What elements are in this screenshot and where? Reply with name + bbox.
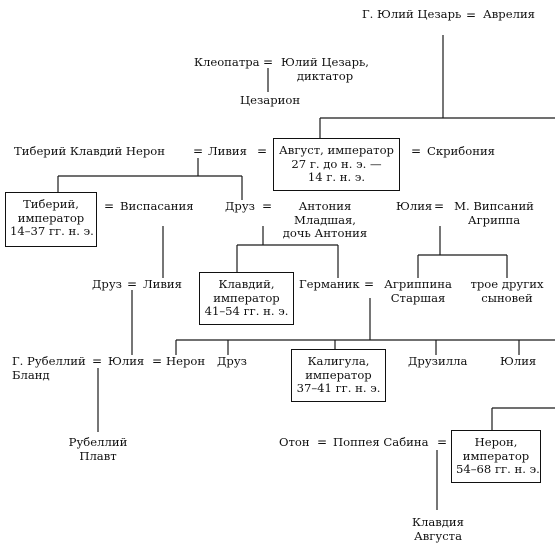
person-rubellius-blandus: Г. Рубеллий Бланд: [12, 354, 86, 382]
title-line: император: [305, 367, 372, 382]
person-livia: Ливия: [208, 144, 247, 158]
marriage-sign: =: [263, 55, 274, 69]
name-line: Бланд: [12, 367, 50, 382]
name-line: Плавт: [79, 448, 117, 463]
name-line: Нерон,: [474, 435, 518, 449]
name-line: Старшая: [390, 290, 446, 305]
person-drusus-son: Друз: [92, 277, 122, 291]
name-line: Юлий Цезарь,: [281, 55, 369, 69]
marriage-sign: =: [434, 199, 445, 213]
person-box-augustus: Август, император 27 г. до н. э. — 14 г.…: [273, 138, 400, 191]
person-box-claudius: Клавдий, император 41–54 гг. н. э.: [199, 272, 294, 325]
person-agrippa: М. Випсаний Агриппа: [450, 199, 538, 227]
name-line: Август, император: [279, 143, 394, 157]
title-line: диктатор: [296, 68, 354, 83]
marriage-sign: =: [364, 277, 375, 291]
name-line: Тиберий,: [23, 197, 79, 211]
marriage-sign: =: [92, 354, 103, 368]
person-agrippina: Агриппина Старшая: [378, 277, 458, 305]
person-otho: Отон: [279, 435, 310, 449]
person-gaius-julius-caesar: Г. Юлий Цезарь: [362, 7, 462, 21]
name-line: М. Випсаний: [454, 199, 534, 213]
person-vipsania: Виспасания: [120, 199, 194, 213]
person-julia: Юлия: [396, 199, 433, 213]
date-line: 14 г. н. э.: [307, 170, 366, 184]
person-drusus-3: Друз: [217, 354, 247, 368]
name-line: Клавдия: [412, 515, 464, 529]
name-line: Антония: [298, 199, 352, 213]
marriage-sign: =: [193, 144, 204, 158]
date-line: 27 г. до н. э. —: [291, 156, 382, 171]
person-claudia-augusta: Клавдия Августа: [400, 515, 476, 543]
person-box-nero: Нерон, император 54–68 гг. н. э.: [451, 430, 541, 483]
person-julia-2: Юлия: [108, 354, 145, 368]
date-line: 54–68 гг. н. э.: [456, 462, 540, 476]
person-box-caligula: Калигула, император 37–41 гг. н. э.: [291, 349, 386, 402]
marriage-sign: =: [466, 8, 477, 22]
title-line: император: [462, 448, 530, 463]
marriage-sign: =: [257, 144, 268, 158]
note-line: дочь Антония: [282, 226, 368, 240]
person-poppaea: Поппея Сабина: [333, 435, 429, 449]
date-line: 37–41 гг. н. э.: [296, 381, 381, 395]
name-line: Рубеллий: [68, 435, 128, 449]
title-line: император: [17, 210, 85, 225]
person-scribonia: Скрибония: [427, 144, 495, 158]
person-drusus: Друз: [225, 199, 255, 213]
name-line: сыновей: [481, 290, 533, 305]
name-line: Агриппина: [384, 277, 452, 291]
marriage-sign: =: [104, 199, 115, 213]
person-caesarion: Цезарион: [240, 93, 301, 107]
person-julius-caesar-dictator: Юлий Цезарь, диктатор: [280, 55, 370, 83]
person-drusilla: Друзилла: [408, 354, 468, 368]
name-line: Калигула,: [307, 354, 370, 368]
marriage-sign: =: [262, 199, 273, 213]
person-antonia-minor: Антония Младшая, дочь Антония: [280, 199, 370, 241]
name-line: трое других: [470, 277, 544, 291]
person-nero-son: Нерон: [166, 354, 206, 368]
person-three-sons: трое других сыновей: [466, 277, 548, 305]
person-germanicus: Германик: [299, 277, 360, 291]
name-line: Августа: [413, 528, 463, 543]
person-aurelia: Аврелия: [483, 7, 535, 21]
person-julia-3: Юлия: [500, 354, 537, 368]
marriage-sign: =: [437, 435, 448, 449]
marriage-sign: =: [127, 277, 138, 291]
person-box-tiberius: Тиберий, император 14–37 гг. н. э.: [5, 192, 97, 247]
person-rubellius-plautus: Рубеллий Плавт: [60, 435, 136, 463]
name-line: Клавдий,: [218, 277, 275, 291]
marriage-sign: =: [152, 354, 163, 368]
name-line: Агриппа: [467, 212, 521, 227]
person-cleopatra: Клеопатра: [194, 55, 260, 69]
name-line: Младшая,: [294, 212, 356, 227]
person-livia-2: Ливия: [143, 277, 182, 291]
marriage-sign: =: [317, 435, 328, 449]
date-line: 41–54 гг. н. э.: [204, 304, 289, 318]
date-line: 14–37 гг. н. э.: [10, 224, 94, 238]
title-line: император: [213, 290, 280, 305]
person-tiberius-claudius-nero: Тиберий Клавдий Нерон: [14, 144, 166, 158]
name-line: Г. Рубеллий: [12, 354, 86, 368]
marriage-sign: =: [411, 144, 422, 158]
